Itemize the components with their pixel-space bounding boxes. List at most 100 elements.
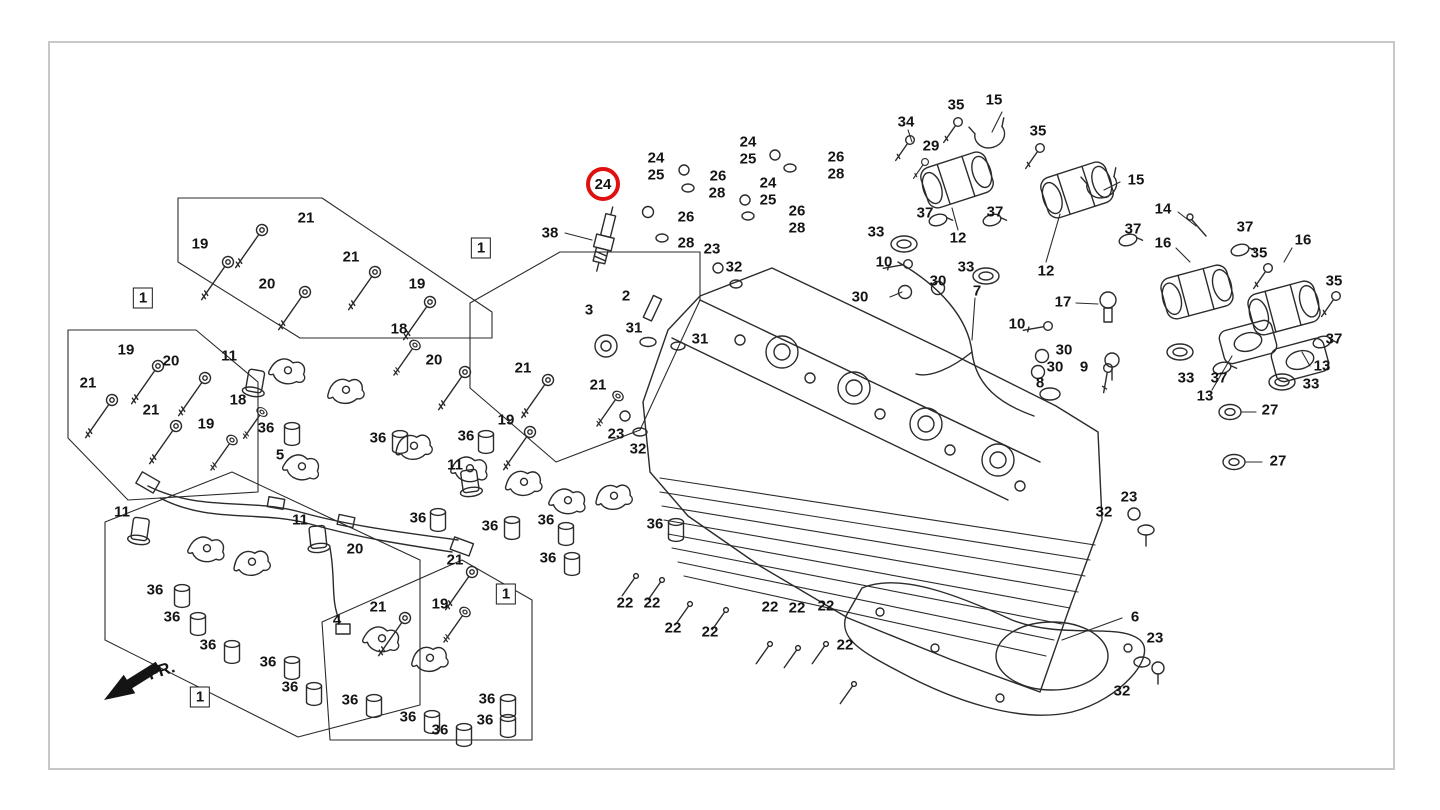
part-callout-36[interactable]: 36	[257, 419, 275, 437]
part-callout-11[interactable]: 11	[114, 503, 130, 521]
part-callout-21[interactable]: 21	[342, 248, 360, 266]
part-callout-24-highlighted[interactable]: 24	[586, 167, 620, 201]
part-callout-30[interactable]: 30	[1046, 358, 1064, 376]
part-callout-25[interactable]: 25	[647, 166, 665, 184]
part-callout-38[interactable]: 38	[541, 224, 559, 242]
part-callout-18[interactable]: 18	[229, 391, 247, 409]
part-callout-36[interactable]: 36	[478, 690, 496, 708]
part-callout-36[interactable]: 36	[537, 511, 555, 529]
part-callout-28[interactable]: 28	[827, 165, 845, 183]
part-callout-21[interactable]: 21	[142, 401, 160, 419]
part-callout-30[interactable]: 30	[851, 288, 869, 306]
part-callout-19[interactable]: 19	[408, 275, 426, 293]
part-callout-11[interactable]: 11	[447, 456, 463, 474]
part-callout-37[interactable]: 37	[986, 203, 1004, 221]
part-callout-19[interactable]: 19	[191, 235, 209, 253]
part-callout-14[interactable]: 14	[1154, 200, 1172, 218]
part-callout-26[interactable]: 26	[788, 202, 806, 220]
part-callout-18[interactable]: 18	[390, 320, 408, 338]
part-callout-36[interactable]: 36	[146, 581, 164, 599]
part-callout-36[interactable]: 36	[369, 429, 387, 447]
part-callout-17[interactable]: 17	[1054, 293, 1072, 311]
part-callout-33[interactable]: 33	[1177, 369, 1195, 387]
part-callout-36[interactable]: 36	[646, 515, 664, 533]
part-callout-36[interactable]: 36	[539, 549, 557, 567]
part-callout-16[interactable]: 16	[1154, 234, 1172, 252]
part-callout-33[interactable]: 33	[1302, 375, 1320, 393]
part-callout-7[interactable]: 7	[972, 282, 982, 300]
part-callout-37[interactable]: 37	[1210, 369, 1228, 387]
part-callout-29[interactable]: 29	[922, 137, 940, 155]
part-callout-30[interactable]: 30	[929, 272, 947, 290]
part-callout-35[interactable]: 35	[1029, 122, 1047, 140]
part-callout-23[interactable]: 23	[1120, 488, 1138, 506]
part-callout-10[interactable]: 10	[875, 253, 893, 271]
part-callout-36[interactable]: 36	[163, 608, 181, 626]
part-callout-28[interactable]: 28	[677, 234, 695, 252]
part-callout-21[interactable]: 21	[79, 374, 97, 392]
part-callout-2[interactable]: 2	[621, 287, 631, 305]
part-callout-26[interactable]: 26	[677, 208, 695, 226]
part-callout-22[interactable]: 22	[643, 594, 661, 612]
part-callout-23[interactable]: 23	[703, 240, 721, 258]
part-callout-3[interactable]: 3	[584, 301, 594, 319]
part-callout-35[interactable]: 35	[1325, 272, 1343, 290]
part-callout-22[interactable]: 22	[836, 636, 854, 654]
part-callout-27[interactable]: 27	[1269, 452, 1287, 470]
part-callout-10[interactable]: 10	[1008, 315, 1026, 333]
part-callout-35[interactable]: 35	[947, 96, 965, 114]
part-callout-12[interactable]: 12	[949, 229, 967, 247]
part-callout-22[interactable]: 22	[761, 598, 779, 616]
part-callout-24[interactable]: 24	[759, 174, 777, 192]
part-callout-33[interactable]: 33	[957, 258, 975, 276]
part-callout-1[interactable]: 1	[132, 287, 154, 309]
part-callout-25[interactable]: 25	[759, 191, 777, 209]
part-callout-1[interactable]: 1	[189, 686, 211, 708]
part-callout-24[interactable]: 24	[739, 133, 757, 151]
part-callout-11[interactable]: 11	[292, 511, 308, 529]
part-callout-36[interactable]: 36	[199, 636, 217, 654]
part-callout-32[interactable]: 32	[1095, 503, 1113, 521]
part-callout-19[interactable]: 19	[497, 411, 515, 429]
part-callout-36[interactable]: 36	[259, 653, 277, 671]
part-callout-22[interactable]: 22	[788, 599, 806, 617]
part-callout-22[interactable]: 22	[701, 623, 719, 641]
part-callout-35[interactable]: 35	[1250, 244, 1268, 262]
part-callout-36[interactable]: 36	[409, 509, 427, 527]
part-callout-33[interactable]: 33	[867, 223, 885, 241]
part-callout-36[interactable]: 36	[457, 427, 475, 445]
part-callout-21[interactable]: 21	[369, 598, 387, 616]
part-callout-21[interactable]: 21	[297, 209, 315, 227]
part-callout-19[interactable]: 19	[431, 595, 449, 613]
part-callout-37[interactable]: 37	[1124, 220, 1142, 238]
part-callout-9[interactable]: 9	[1079, 358, 1089, 376]
part-callout-4[interactable]: 4	[332, 611, 342, 629]
part-callout-37[interactable]: 37	[1325, 330, 1343, 348]
part-callout-32[interactable]: 32	[629, 440, 647, 458]
part-callout-11[interactable]: 11	[221, 347, 237, 365]
part-callout-36[interactable]: 36	[431, 721, 449, 739]
part-callout-31[interactable]: 31	[691, 330, 709, 348]
part-callout-22[interactable]: 22	[664, 619, 682, 637]
part-callout-37[interactable]: 37	[1236, 218, 1254, 236]
part-callout-23[interactable]: 23	[1146, 629, 1164, 647]
part-callout-36[interactable]: 36	[399, 708, 417, 726]
part-callout-22[interactable]: 22	[616, 594, 634, 612]
part-callout-27[interactable]: 27	[1261, 401, 1279, 419]
part-callout-19[interactable]: 19	[117, 341, 135, 359]
part-callout-26[interactable]: 26	[709, 167, 727, 185]
part-callout-13[interactable]: 13	[1196, 387, 1214, 405]
part-callout-26[interactable]: 26	[827, 148, 845, 166]
part-callout-21[interactable]: 21	[514, 359, 532, 377]
part-callout-15[interactable]: 15	[985, 91, 1003, 109]
part-callout-23[interactable]: 23	[607, 425, 625, 443]
part-callout-25[interactable]: 25	[739, 150, 757, 168]
part-callout-19[interactable]: 19	[197, 415, 215, 433]
part-callout-28[interactable]: 28	[708, 184, 726, 202]
part-callout-36[interactable]: 36	[481, 517, 499, 535]
part-callout-36[interactable]: 36	[476, 711, 494, 729]
part-callout-21[interactable]: 21	[446, 551, 464, 569]
part-callout-20[interactable]: 20	[346, 540, 364, 558]
part-callout-6[interactable]: 6	[1130, 608, 1140, 626]
part-callout-21[interactable]: 21	[589, 376, 607, 394]
